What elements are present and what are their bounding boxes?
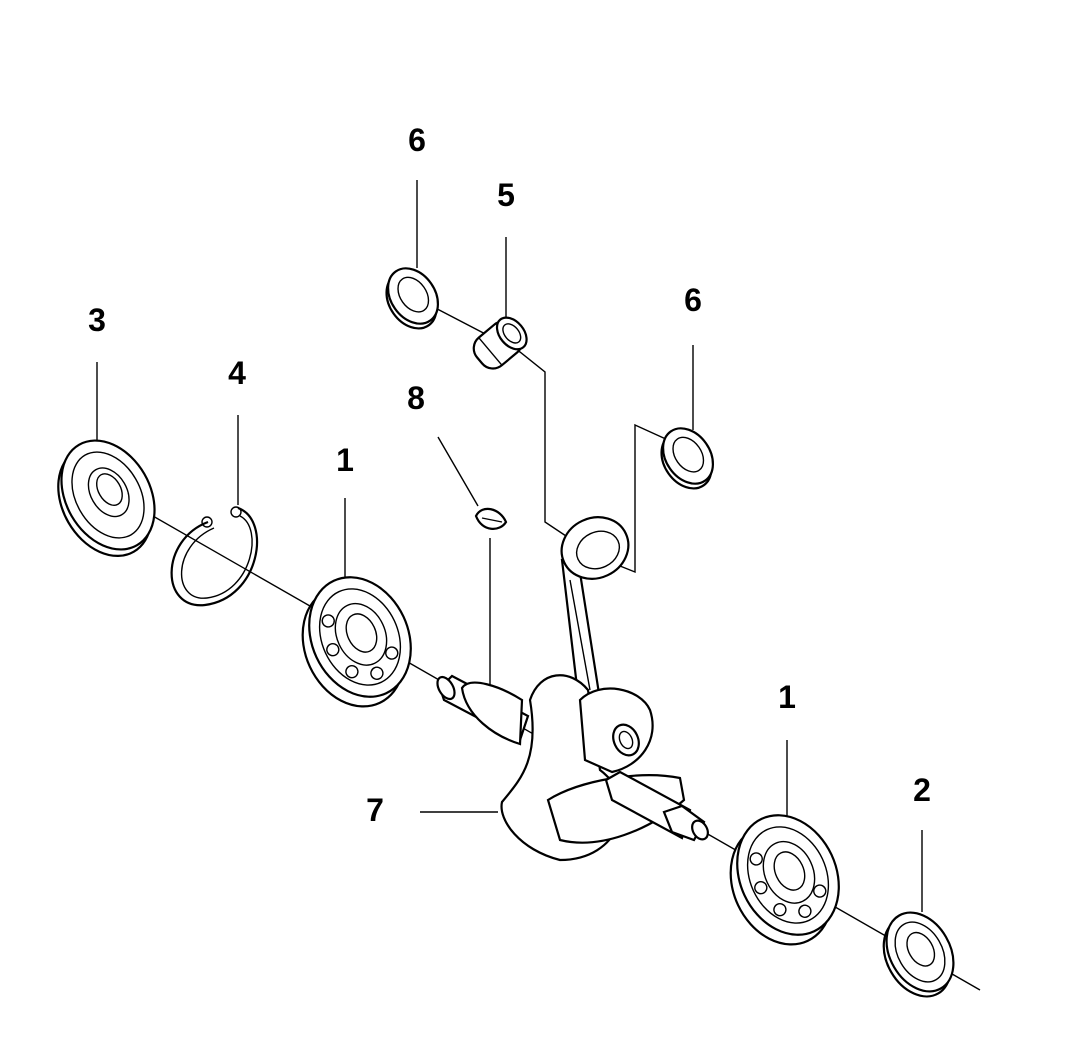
seal-ring-left — [57, 439, 156, 558]
callout-3: 3 — [88, 302, 106, 338]
thrust-washer-upper — [385, 267, 440, 330]
ball-bearing-left — [301, 576, 412, 708]
woodruff-key — [474, 507, 508, 530]
thrust-washer-right — [660, 427, 715, 490]
callout-2: 2 — [913, 772, 931, 808]
callout-1-right: 1 — [778, 679, 796, 715]
callout-6-upper: 6 — [408, 122, 426, 158]
crankshaft-assembly — [436, 516, 709, 862]
callout-6-right: 6 — [684, 282, 702, 318]
needle-bearing — [472, 316, 528, 370]
seal-ring-right — [882, 911, 955, 998]
callout-8: 8 — [407, 380, 425, 416]
callout-7: 7 — [366, 792, 384, 828]
callout-4: 4 — [228, 355, 246, 391]
circlip-ring — [170, 506, 259, 607]
callout-1-left: 1 — [336, 442, 354, 478]
callout-5: 5 — [497, 177, 515, 213]
ball-bearing-right — [729, 814, 840, 946]
